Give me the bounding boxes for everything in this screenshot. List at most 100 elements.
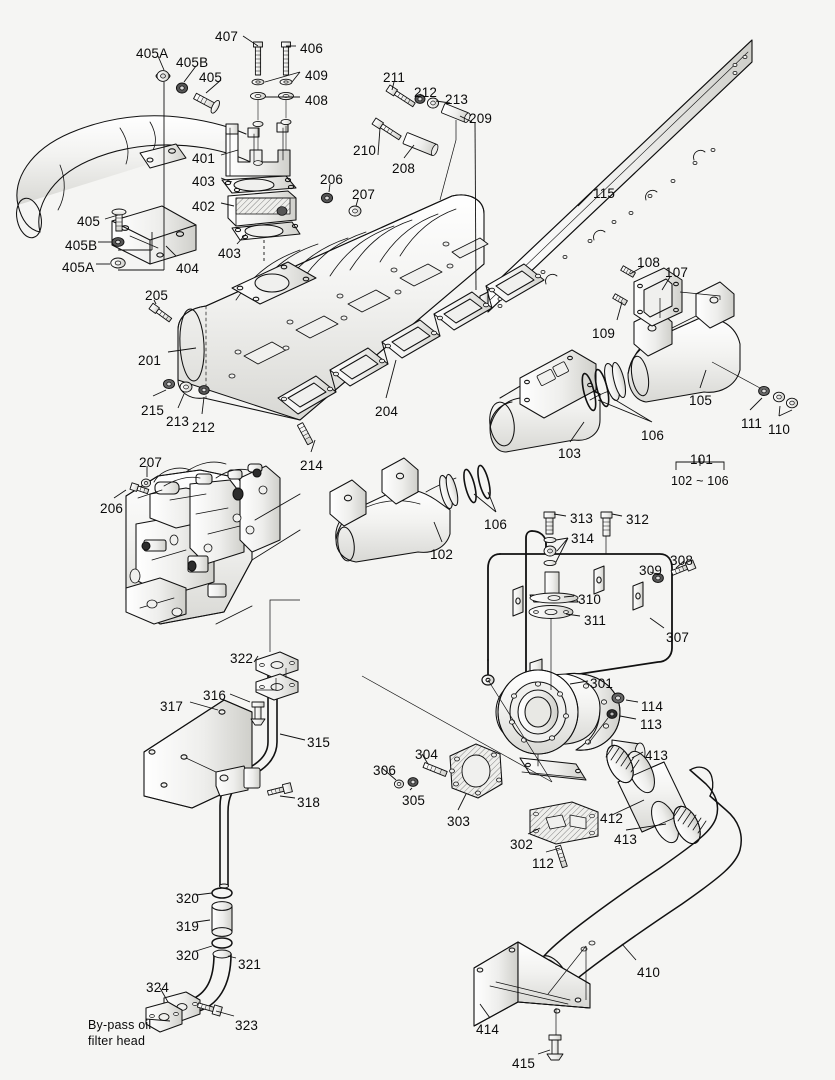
callout-410: 410 [637,965,661,980]
fastener-214 [297,422,314,446]
callout-311: 311 [584,613,607,628]
fastener-109 [612,293,628,306]
callout-305: 305 [402,793,426,808]
part-103-center-pipe [489,349,627,453]
fastener-306 [393,779,405,789]
fastener-304 [422,762,448,777]
fastener-207-pump [140,478,152,488]
fastener-group-405-left [110,208,127,269]
callout-312: 312 [626,512,650,527]
callout-213-low: 213 [166,414,190,429]
callout-108: 108 [637,255,661,270]
callout-413-bot: 413 [614,832,638,847]
part-106-rings-left [463,464,491,504]
callout-115: 115 [593,186,616,201]
part-414-bracket [473,941,591,1027]
callout-403-upper: 403 [192,174,216,189]
callout-405-top: 405 [199,70,223,85]
part-302-gasket [529,801,599,845]
fastener-308 [670,559,697,576]
part-322-gasket [255,651,299,679]
callout-320-upper: 320 [176,891,200,906]
part-401-stand [225,122,291,177]
callout-405A-left: 405A [62,260,95,275]
callout-405B-left: 405B [65,238,98,253]
callout-319: 319 [176,919,200,934]
fastener-108 [620,265,636,278]
callout-210: 210 [353,143,377,158]
callout-405B-top: 405B [176,55,209,70]
callout-207-top: 207 [352,187,376,202]
fastener-group-215-212 [162,378,210,395]
callout-323: 323 [235,1018,259,1033]
callout-205: 205 [145,288,169,303]
fastener-305 [407,777,419,787]
callout-112: 112 [532,856,555,871]
callout-204: 204 [375,404,399,419]
fastener-312 [600,511,613,537]
part-bracket-404 [111,205,197,265]
part-107-flange-gasket [633,267,683,327]
part-324-gasket [145,1001,183,1033]
part-311-gasket [528,605,574,619]
callout-106-right: 106 [641,428,665,443]
callout-401: 401 [192,151,216,166]
part-204-manifold-gaskets [277,263,545,415]
callout-306: 306 [373,763,397,778]
callout-413-top: 413 [645,748,669,763]
callout-408: 408 [305,93,329,108]
part-303-gasket [449,743,503,799]
fastener-group-211-209 [385,84,471,123]
callout-403-lower: 403 [218,246,242,261]
part-bracket-clamp [215,765,261,797]
part-319-sleeve [211,901,233,937]
fastener-206-pump [129,482,150,495]
part-320-ring-lower [211,937,233,949]
fastener-318 [267,782,293,796]
callout-206-pump: 206 [100,501,124,516]
callout-206-top: 206 [320,172,344,187]
callout-314: 314 [571,531,595,546]
fastener-313 [543,511,556,535]
callout-113: 113 [640,717,663,732]
callout-212-low: 212 [192,420,216,435]
callout-409: 409 [305,68,329,83]
callout-317: 317 [160,699,184,714]
fastener-205 [148,302,173,323]
fastener-group-405-top [155,70,220,114]
callout-407: 407 [215,29,239,44]
callout-301: 301 [590,676,614,691]
callout-315: 315 [307,735,331,750]
part-307-frame [481,530,673,686]
callout-208: 208 [392,161,416,176]
part-106-rings-right [581,368,610,412]
note-range-note: 102 ~ 106 [671,474,729,488]
part-412-filter [617,750,689,844]
callout-404: 404 [176,261,200,276]
callout-107: 107 [665,265,689,280]
callout-308: 308 [670,553,694,568]
callout-406: 406 [300,41,324,56]
callout-106-left: 106 [484,517,508,532]
callout-310: 310 [578,592,602,607]
callout-405A-top: 405A [136,46,169,61]
callout-212-top: 212 [414,85,438,100]
callout-214: 214 [300,458,324,473]
callout-307: 307 [666,630,690,645]
callout-213-top: 213 [445,92,469,107]
fastener-309 [652,572,664,584]
callout-415: 415 [512,1056,536,1071]
callout-101: 101 [690,452,714,467]
fastener-323 [196,1002,223,1017]
callout-110: 110 [768,422,791,437]
fastener-316 [250,701,266,726]
callout-111: 111 [741,416,763,431]
part-201-intake-manifold [177,194,489,421]
part-402-heater [227,190,297,227]
callout-304: 304 [415,747,439,762]
callout-209: 209 [469,111,493,126]
part-fuel-injection-pump [125,461,301,625]
callout-303: 303 [447,814,471,829]
callout-109: 109 [592,326,616,341]
